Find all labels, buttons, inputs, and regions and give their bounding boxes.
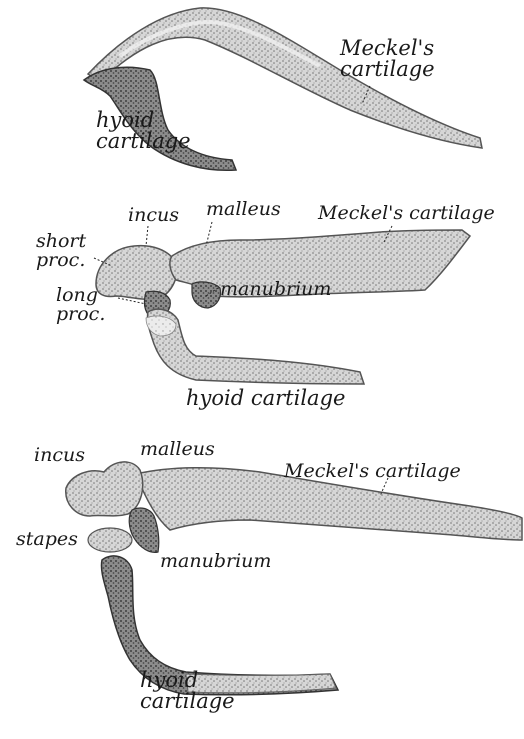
panel-2 <box>96 230 470 384</box>
panel-2-manubrium-shape <box>192 282 221 308</box>
panel-2-hyoid-cartilage-shape <box>147 309 364 384</box>
panel-2-malleus-label: malleus <box>206 200 281 219</box>
panel-3-stapes-shape <box>88 528 132 552</box>
panel-2-long-proc-label: long proc. <box>56 286 105 324</box>
panel-3-manubrium-shape <box>129 508 159 552</box>
panel-1-meckels-cartilage-label: Meckel's cartilage <box>340 38 435 80</box>
panel-2-manubrium-label: manubrium <box>220 280 331 299</box>
panel-2-incus-label: incus <box>128 206 179 225</box>
panel-3-malleus-label: malleus <box>140 440 215 459</box>
panel-3-stapes-label: stapes <box>16 530 78 549</box>
panel-3-hyoid-cartilage-label: hyoid cartilage <box>140 670 235 712</box>
panel-2-short-proc-label: short proc. <box>36 232 86 270</box>
panel-2-incus-shape <box>96 246 177 300</box>
panel-1-hyoid-cartilage-label: hyoid cartilage <box>96 110 191 152</box>
panel-3-incus-shape <box>66 462 143 516</box>
panel-2-meckels-cartilage-label: Meckel's cartilage <box>318 204 495 223</box>
panel-3-meckels-cartilage-label: Meckel's cartilage <box>284 462 461 481</box>
panel-3 <box>66 462 522 695</box>
panel-3-manubrium-label: manubrium <box>160 552 271 571</box>
panel-2-hyoid-cartilage-label: hyoid cartilage <box>186 388 345 409</box>
panel-3-incus-label: incus <box>34 446 85 465</box>
leader-p2-incus <box>146 226 148 246</box>
